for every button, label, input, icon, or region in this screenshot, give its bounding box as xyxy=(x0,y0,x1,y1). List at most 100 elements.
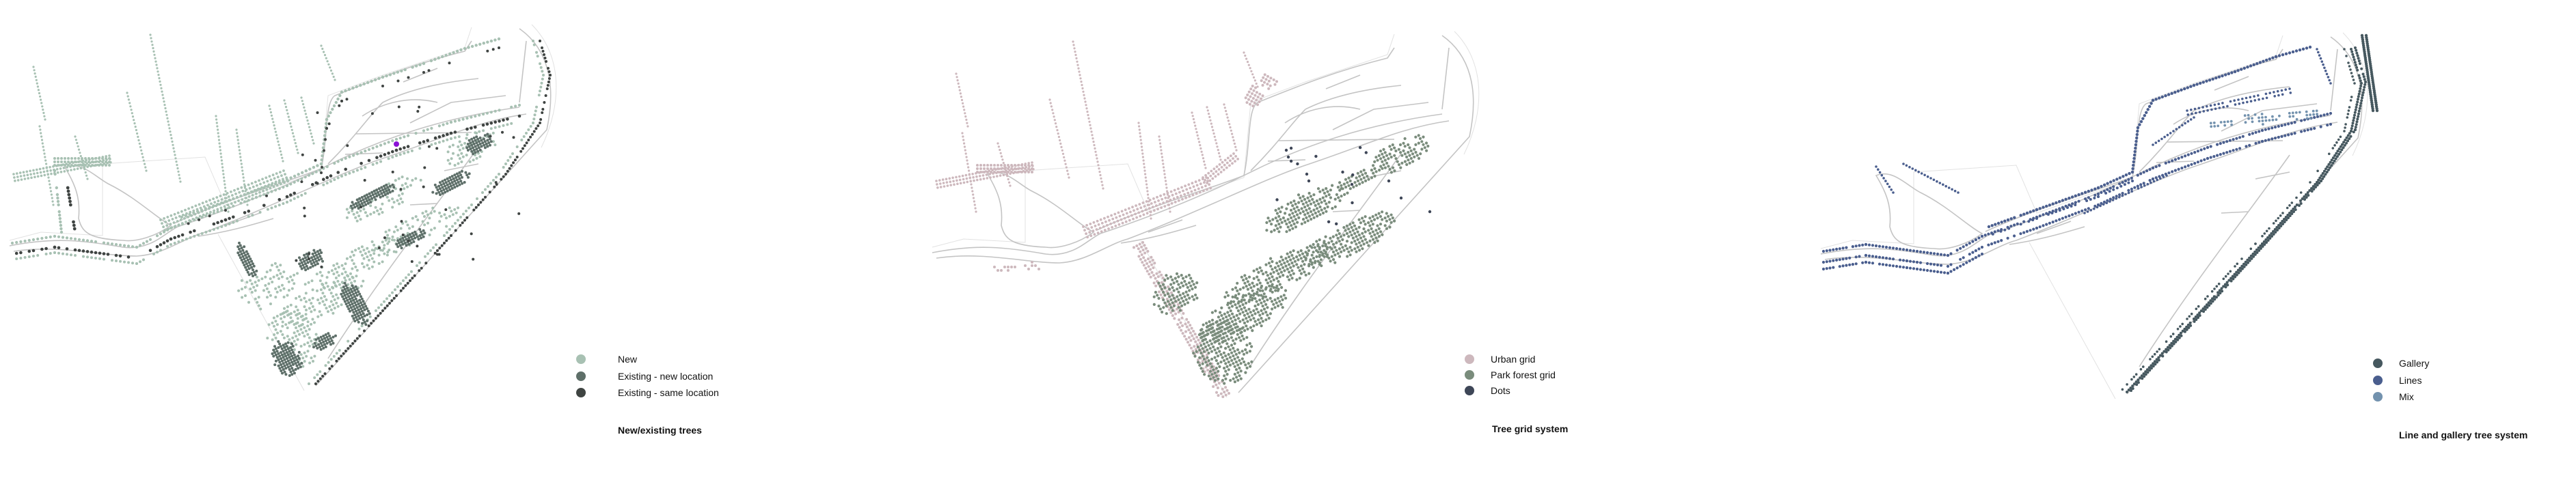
tree-park-forest-grid xyxy=(1280,221,1284,224)
tree-park-forest-grid xyxy=(1207,328,1210,332)
tree-existing-new xyxy=(343,300,347,303)
tree-existing-same xyxy=(379,311,382,315)
tree-existing-new xyxy=(366,309,370,313)
tree-new xyxy=(329,300,333,303)
tree-new xyxy=(455,49,459,53)
tree-park-forest-grid xyxy=(1303,263,1306,266)
tree-urban-grid xyxy=(1201,154,1204,156)
tree-park-forest-grid xyxy=(1278,268,1282,271)
tree-new xyxy=(279,313,282,316)
tree-park-forest-grid xyxy=(1208,324,1212,327)
tree-park-forest-grid xyxy=(1163,294,1167,297)
tree-existing-new xyxy=(466,149,470,152)
tree-existing-new xyxy=(292,369,295,372)
tree-existing-new xyxy=(322,335,325,337)
tree-park-forest-grid xyxy=(1264,287,1267,291)
tree-park-forest-grid xyxy=(1213,341,1217,344)
tree-new xyxy=(57,210,61,214)
tree-park-forest-grid xyxy=(1213,348,1217,352)
tree-park-forest-grid xyxy=(1250,298,1253,302)
tree-gallery xyxy=(2195,318,2198,321)
tree-new xyxy=(173,212,176,216)
tree-existing-new xyxy=(304,262,307,266)
tree-urban-grid xyxy=(1183,193,1186,196)
tree-park-forest-grid xyxy=(1309,202,1313,206)
tree-existing-new xyxy=(311,252,314,255)
tree-urban-grid xyxy=(979,167,982,170)
tree-line xyxy=(2100,184,2103,188)
tree-existing-new xyxy=(450,181,454,184)
tree-urban-grid xyxy=(949,184,952,186)
tree-new xyxy=(348,155,351,158)
tree-urban-grid xyxy=(945,181,949,184)
tree-new xyxy=(55,193,59,197)
tree-line xyxy=(2280,135,2283,138)
tree-new xyxy=(320,158,323,162)
tree-park-forest-grid xyxy=(1303,270,1306,274)
tree-new xyxy=(204,231,208,234)
tree-park-forest-grid xyxy=(1222,351,1225,354)
tree-new xyxy=(247,199,250,202)
tree-new xyxy=(14,180,16,182)
tree-new xyxy=(16,172,18,175)
tree-new xyxy=(489,111,493,114)
tree-park-forest-grid xyxy=(1403,160,1407,163)
tree-gallery xyxy=(2361,94,2364,97)
tree-existing-new xyxy=(420,233,424,236)
tree-line xyxy=(2158,164,2161,167)
tree-new xyxy=(61,236,65,239)
tree-urban-grid xyxy=(966,125,969,128)
tree-gallery xyxy=(2255,251,2259,254)
tree-urban-grid xyxy=(1199,182,1202,186)
tree-gallery xyxy=(2179,331,2182,335)
tree-urban-grid xyxy=(1083,97,1086,100)
tree-new xyxy=(295,343,298,346)
tree-existing-new xyxy=(277,346,280,349)
tree-new xyxy=(38,92,41,95)
tree-new xyxy=(57,160,59,163)
tree-existing-new xyxy=(324,333,327,337)
tree-existing-same xyxy=(392,296,396,300)
tree-park-forest-grid xyxy=(1315,249,1318,252)
tree-new xyxy=(401,222,405,225)
tree-park-forest-grid xyxy=(1303,213,1307,216)
tree-existing-new xyxy=(271,352,274,355)
tree-new xyxy=(347,87,351,92)
tree-new xyxy=(53,251,56,254)
tree-existing-new xyxy=(297,354,300,358)
tree-new xyxy=(333,298,336,301)
tree-existing-new xyxy=(423,231,426,235)
tree-new xyxy=(428,234,431,236)
tree-gallery xyxy=(2329,160,2332,164)
tree-gallery xyxy=(2276,229,2279,231)
tree-urban-grid xyxy=(1167,285,1170,288)
tree-park-forest-grid xyxy=(1284,257,1288,260)
tree-urban-grid xyxy=(1138,242,1141,246)
tree-park-forest-grid xyxy=(1424,141,1428,145)
tree-new xyxy=(289,199,293,202)
tree-park-forest-grid xyxy=(1348,187,1352,191)
tree-park-forest-grid xyxy=(1172,281,1176,285)
tree-park-forest-grid xyxy=(1219,322,1223,326)
tree-new xyxy=(205,200,208,203)
tree-existing-new xyxy=(290,348,294,352)
tree-park-forest-grid xyxy=(1291,227,1294,230)
tree-existing-same xyxy=(66,189,70,193)
tree-park-forest-grid xyxy=(1348,230,1352,234)
tree-park-forest-grid xyxy=(1178,285,1182,290)
tree-line xyxy=(2025,229,2029,233)
tree-new xyxy=(223,176,226,179)
tree-line xyxy=(2106,182,2109,185)
tree-urban-grid xyxy=(964,173,968,177)
tree-park-forest-grid xyxy=(1231,320,1234,323)
tree-park-forest-grid xyxy=(1290,253,1294,257)
tree-line xyxy=(2316,115,2320,118)
tree-gallery xyxy=(2206,295,2209,298)
tree-urban-grid xyxy=(946,184,949,187)
tree-existing-new xyxy=(409,241,413,244)
tree-existing-new xyxy=(245,250,248,253)
tree-park-forest-grid xyxy=(1258,289,1262,292)
tree-new xyxy=(482,113,485,116)
tree-park-forest-grid xyxy=(1269,264,1273,268)
tree-line xyxy=(2258,141,2261,144)
